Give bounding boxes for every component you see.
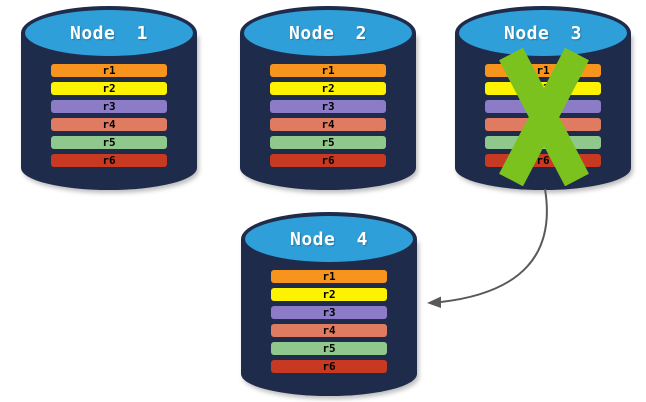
- replica-row-r6: r6: [51, 154, 167, 167]
- cylinder-top: Node 4: [241, 212, 417, 266]
- replica-row-r4: r4: [271, 324, 387, 337]
- node-2-cylinder: Node 2 r1 r2 r3 r4 r5 r6: [240, 6, 416, 190]
- replica-row-r5: r5: [271, 342, 387, 355]
- replica-row-r1: r1: [51, 64, 167, 77]
- cylinder-top: Node 1: [21, 6, 197, 60]
- replica-row-r6: r6: [271, 360, 387, 373]
- cylinder-top: Node 2: [240, 6, 416, 60]
- node-title: Node 3: [503, 22, 583, 44]
- failover-arrow-line: [440, 188, 548, 303]
- replica-row-r2: r2: [270, 82, 386, 95]
- replica-row-r2: r2: [271, 288, 387, 301]
- node-1-cylinder: Node 1 r1 r2 r3 r4 r5 r6: [21, 6, 197, 190]
- replica-row-r3: r3: [51, 100, 167, 113]
- replica-row-r3: r3: [270, 100, 386, 113]
- replica-row-r3: r3: [271, 306, 387, 319]
- replica-rows: r1 r2 r3 r4 r5 r6: [51, 64, 167, 167]
- node-4-cylinder: Node 4 r1 r2 r3 r4 r5 r6: [241, 212, 417, 396]
- cylinder-top: Node 3: [455, 6, 631, 60]
- replica-row-r6: r6: [270, 154, 386, 167]
- replica-row-r2: r2: [51, 82, 167, 95]
- replica-row-r4: r4: [51, 118, 167, 131]
- replica-row-r1: r1: [271, 270, 387, 283]
- replica-row-r1: r1: [270, 64, 386, 77]
- node-title: Node 1: [69, 22, 149, 44]
- x-stroke: [499, 48, 589, 186]
- node-3-cylinder: Node 3 r1 r2 r3 r4 r5 r6: [455, 6, 631, 190]
- x-mark-icon: [499, 48, 589, 186]
- replica-rows: r1 r2 r3 r4 r5 r6: [271, 270, 387, 373]
- replica-row-r5: r5: [270, 136, 386, 149]
- failover-arrow-head: [427, 296, 441, 308]
- node-title: Node 4: [289, 228, 369, 250]
- replica-rows: r1 r2 r3 r4 r5 r6: [270, 64, 386, 167]
- replica-row-r4: r4: [270, 118, 386, 131]
- node-title: Node 2: [288, 22, 368, 44]
- replica-row-r5: r5: [51, 136, 167, 149]
